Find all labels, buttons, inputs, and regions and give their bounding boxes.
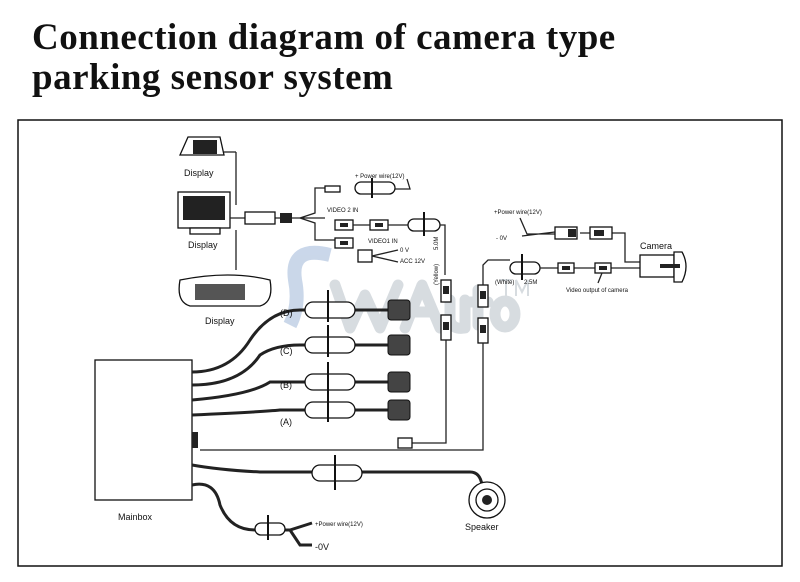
- display-top-icon: [178, 136, 236, 156]
- white-tag-label: (White): [495, 280, 514, 286]
- title-line-1: Connection diagram of camera type: [32, 17, 616, 58]
- sensor-b-label: (B): [280, 380, 292, 390]
- video-output-label: Video output of camera: [566, 288, 629, 294]
- sensor-b: [304, 362, 411, 394]
- zero-v-label: 0 V: [400, 248, 409, 254]
- display-mirror-icon: [178, 274, 272, 307]
- sensor-a-label: (A): [280, 417, 292, 427]
- mainbox-label: Mainbox: [118, 512, 153, 522]
- cable-5m-label: 5.0M: [434, 237, 440, 250]
- camera-label: Camera: [640, 241, 672, 251]
- power-wire-top-label: + Power wire(12V): [355, 174, 405, 180]
- mainbox-icon: [94, 359, 193, 501]
- diagram-frame: [17, 119, 783, 567]
- speaker-label: Speaker: [465, 522, 499, 532]
- title-line-2: parking sensor system: [32, 57, 394, 98]
- sensor-d: [304, 290, 411, 322]
- sensor-c-label: (C): [280, 346, 293, 356]
- display-mirror-label: Display: [205, 316, 235, 326]
- power-wire-camera-label: +Power wire(12V): [494, 210, 542, 216]
- power-wire-mainbox-label: +Power wire(12V): [315, 522, 363, 528]
- video1-in-label: VIDEO1 IN: [368, 239, 398, 245]
- acc-12v-label: ACC 12V: [400, 259, 425, 265]
- display-mid-icon: [177, 191, 231, 235]
- zero-v-camera-label: - 0V: [496, 236, 507, 242]
- display-mid-label: Display: [188, 240, 218, 250]
- page-title: Connection diagram of camera type parkin…: [32, 18, 616, 98]
- video2-in-label: VIDEO 2 IN: [327, 208, 358, 214]
- camera-icon: [639, 251, 687, 283]
- sensor-c: [304, 325, 411, 357]
- yellow-tag-label: (Yellow): [434, 264, 440, 285]
- display-top-label: Display: [184, 168, 214, 178]
- speaker-icon: [468, 481, 506, 519]
- sensor-cables: [191, 308, 390, 417]
- zero-v-mainbox-label: -0V: [315, 542, 329, 552]
- cable-2-5m-label: 2.5M: [524, 280, 537, 286]
- sensor-a: [304, 390, 411, 422]
- sensor-d-label: (D): [280, 308, 293, 318]
